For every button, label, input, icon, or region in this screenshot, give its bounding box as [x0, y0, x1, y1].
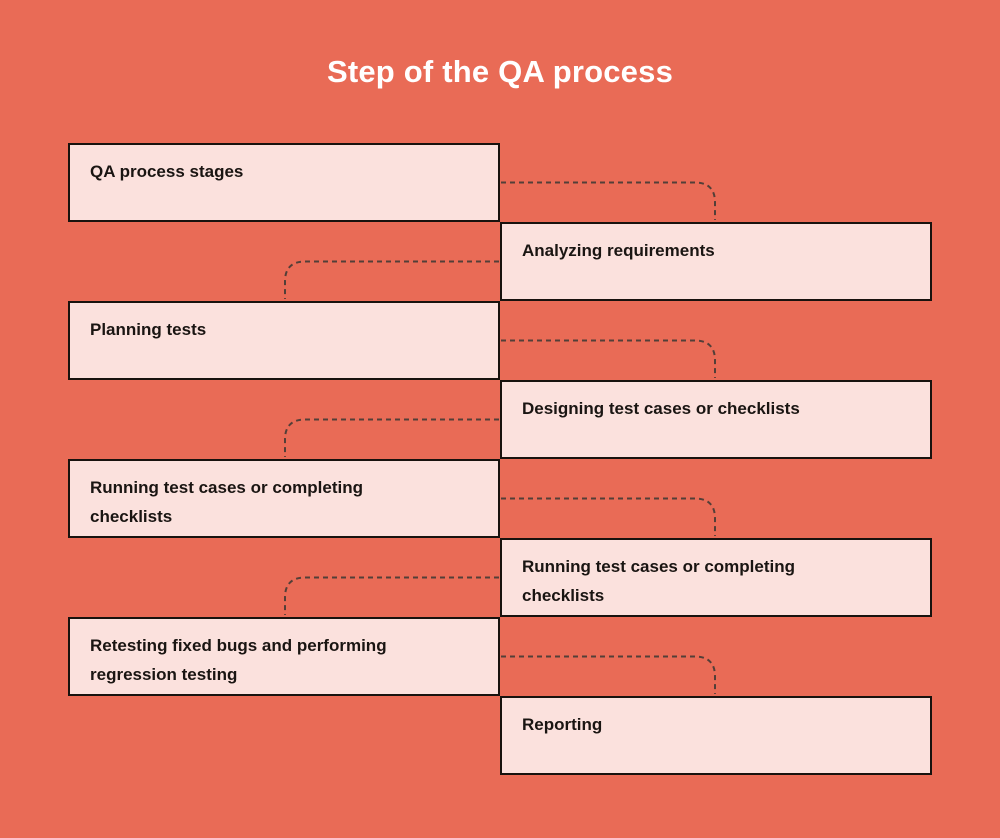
flow-box-designing-test-cases: Designing test cases or checklists	[500, 380, 932, 459]
flow-box-label: Planning tests	[90, 320, 207, 339]
page-title: Step of the QA process	[326, 54, 674, 89]
flow-box-label: Reporting	[522, 715, 603, 734]
connector-5	[501, 497, 716, 536]
flow-box-planning-tests: Planning tests	[68, 301, 500, 380]
flow-box-reporting: Reporting	[500, 696, 932, 775]
connector-1	[501, 181, 716, 220]
flow-box-running-test-cases-right: Running test cases or completing checkli…	[500, 538, 932, 617]
flow-box-label: Analyzing requirements	[522, 241, 715, 260]
flow-box-running-test-cases-left: Running test cases or completing checkli…	[68, 459, 500, 538]
flow-box-label: Running test cases or completing checkli…	[90, 478, 363, 526]
flow-box-label: Running test cases or completing checkli…	[522, 557, 795, 605]
flow-box-label: QA process stages	[90, 162, 244, 181]
connector-3	[501, 339, 716, 378]
flow-box-analyzing-requirements: Analyzing requirements	[500, 222, 932, 301]
flow-box-label: Retesting fixed bugs and performing regr…	[90, 636, 387, 684]
connector-2	[284, 260, 499, 299]
flow-box-retesting-fixed-bugs: Retesting fixed bugs and performing regr…	[68, 617, 500, 696]
flow-box-label: Designing test cases or checklists	[522, 399, 800, 418]
connector-7	[501, 655, 716, 694]
connector-6	[284, 576, 499, 615]
flow-box-qa-process-stages: QA process stages	[68, 143, 500, 222]
connector-4	[284, 418, 499, 457]
